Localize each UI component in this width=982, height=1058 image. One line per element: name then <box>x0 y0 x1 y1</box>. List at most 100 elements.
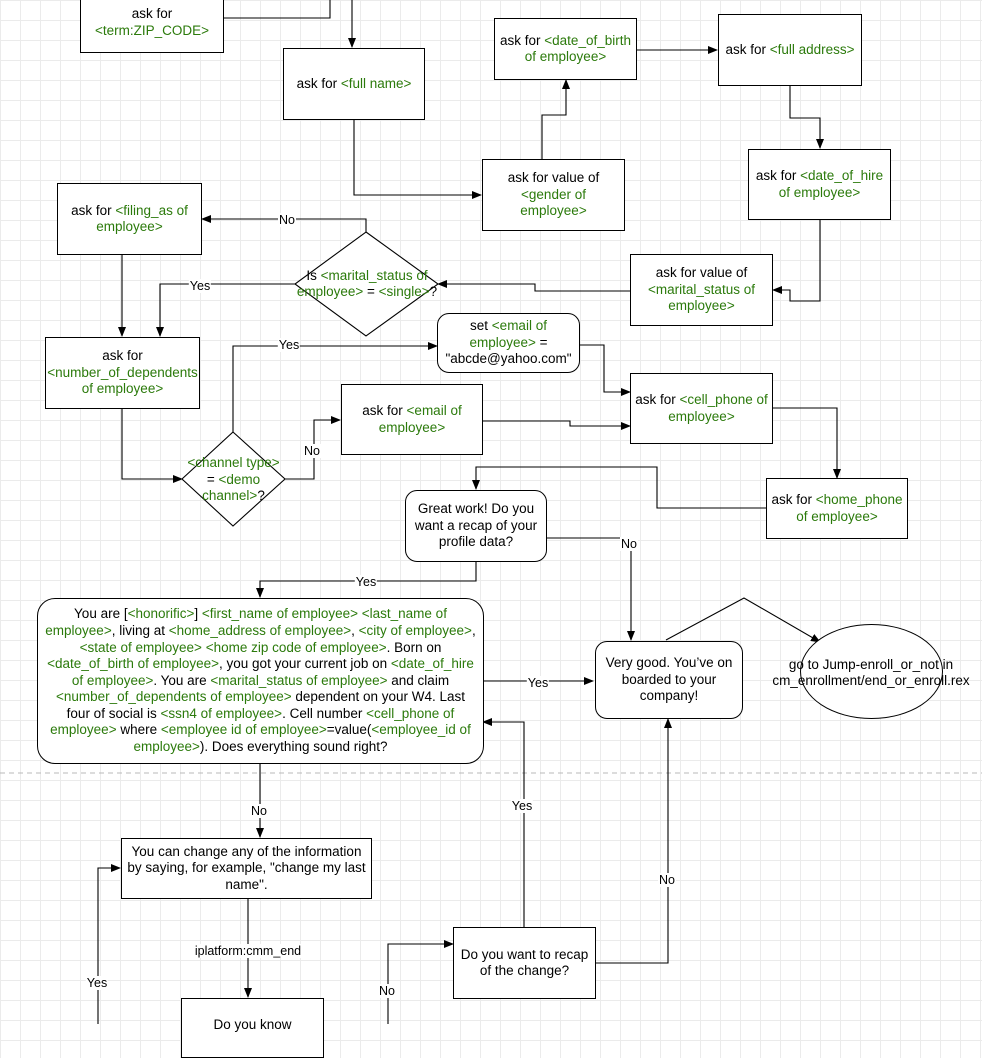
node-variable: <cell_phone of employee> <box>668 392 768 424</box>
node-variable: <term:ZIP_CODE> <box>94 22 210 38</box>
goto-ellipse[interactable] <box>800 624 943 719</box>
node-text: Is <box>306 267 321 283</box>
node-text: ask for <box>755 168 801 183</box>
edge-label-yes: Yes <box>354 575 378 589</box>
node-variable: <channel type> <box>187 455 280 471</box>
summary-fragment: and claim <box>387 672 450 688</box>
summary-variable: <home_address of employee> <box>168 622 352 638</box>
node-text: Do you want to recap of the change? <box>460 946 589 979</box>
channel-decision-diamond <box>181 431 286 527</box>
node-text: set <box>470 318 492 334</box>
ask-full-name-node[interactable]: ask for <full name> <box>283 48 425 120</box>
node-variable: <marital_status of employee> <box>648 281 755 314</box>
marital-decision-label: Is <marital_status of employee> = <singl… <box>296 256 438 312</box>
edge-label-yes: Yes <box>277 338 301 352</box>
node-variable: <demo channel> <box>202 471 261 504</box>
summary-fragment: . Cell number <box>282 705 367 721</box>
summary-variable: <honorific> <box>127 606 195 622</box>
summary-fragment: ). Does everything sound right? <box>199 739 388 755</box>
ask-filing-node[interactable]: ask for <filing_as of employee> <box>57 183 202 255</box>
recap-question-node[interactable]: Great work! Do you want a recap of your … <box>405 490 547 562</box>
summary-variable: <cell_phone of employee> <box>50 705 455 738</box>
node-text: ask for <box>500 32 545 48</box>
ask-home-phone-node[interactable]: ask for <home_phone of employee> <box>766 478 908 539</box>
node-text: ask for <box>771 492 816 507</box>
connectors <box>0 0 982 1024</box>
ask-gender-node[interactable]: ask for value of<gender of employee> <box>482 159 625 231</box>
node-variable: <home_phone of employee> <box>796 492 903 524</box>
summary-variable: <marital_status of employee> <box>210 672 388 688</box>
ask-dob-node[interactable]: ask for <date_of_birth of employee> <box>494 18 637 80</box>
summary-fragment: where <box>116 722 161 738</box>
edge-label-yes: Yes <box>85 976 109 990</box>
summary-variable: <city of employee> <box>358 622 472 638</box>
summary-variable: <date_of_birth of employee> <box>47 656 220 672</box>
node-text: = <box>363 284 379 299</box>
node-text: Very good. You’ve on boarded to your com… <box>605 655 733 704</box>
node-text: ask for <box>296 75 341 91</box>
change-info-node[interactable]: You can change any of the information by… <box>121 838 372 899</box>
ask-email-node[interactable]: ask for <email of employee> <box>341 384 483 455</box>
marital-decision-diamond <box>294 231 439 337</box>
ask-zip-code-node[interactable]: ask for<term:ZIP_CODE> <box>80 0 224 53</box>
node-variable: <gender of employee> <box>520 186 587 219</box>
edge-label-no: No <box>278 213 296 227</box>
node-text: ask for <box>725 41 770 57</box>
edge-label-yes: Yes <box>510 799 534 813</box>
partial-bottom-node[interactable]: Do you know <box>181 998 324 1058</box>
summary-fragment: , <box>471 622 476 638</box>
recap-change-node[interactable]: Do you want to recap of the change? <box>453 927 596 999</box>
summary-variable: <last_name of employee> <box>45 606 447 638</box>
node-text: ask for value of <box>507 170 600 186</box>
ask-dependents-node[interactable]: ask for<number_of_dependents of employee… <box>45 337 200 409</box>
node-text: go to Jump-enroll_or_not in cm_enrollmen… <box>772 656 970 689</box>
goto-label: go to Jump-enroll_or_not in cm_enrollmen… <box>760 648 982 698</box>
edge-label-no: No <box>620 537 638 551</box>
node-text: ask for value of <box>655 265 748 281</box>
node-text: Great work! Do you want a recap of your … <box>414 501 538 550</box>
node-variable: <email of employee> <box>378 403 462 435</box>
very-good-node[interactable]: Very good. You’ve on boarded to your com… <box>595 641 743 719</box>
summary-variable: <employee id of employee> <box>160 722 327 738</box>
summary-text: You are [<honorific>] <first_name of emp… <box>44 606 477 755</box>
summary-fragment: , you got your current job on <box>219 656 391 672</box>
summary-fragment: , <box>351 622 359 638</box>
ask-marital-status-node[interactable]: ask for value of<marital_status of emplo… <box>630 254 773 326</box>
node-variable: <date_of_hire of employee> <box>778 168 884 200</box>
node-text: ask for <box>71 202 116 218</box>
edge-label-iplatform: iplatform:cmm_end <box>193 944 303 958</box>
summary-variable: <first_name of employee> <box>201 606 358 622</box>
node-text: You can change any of the information by… <box>127 843 366 892</box>
node-text: ask for <box>102 348 143 364</box>
node-text: = <box>206 471 219 487</box>
node-text: ask for <box>635 392 680 407</box>
node-variable: <marital_status of employee> <box>296 267 428 300</box>
ask-address-node[interactable]: ask for <full address> <box>718 14 862 86</box>
summary-fragment: =value( <box>326 722 372 738</box>
summary-fragment: . Born on <box>386 639 442 655</box>
node-text: = "abcde@yahoo.com" <box>445 334 572 367</box>
summary-fragment: , living at <box>111 622 169 638</box>
edge-label-yes: Yes <box>526 676 550 690</box>
edge-label-no: No <box>303 444 321 458</box>
ask-cell-phone-node[interactable]: ask for <cell_phone of employee> <box>630 373 773 444</box>
summary-variable: <state of employee> <box>79 639 202 655</box>
summary-fragment: You are [ <box>74 606 128 622</box>
node-text: ? <box>429 284 438 299</box>
node-variable: <full address> <box>769 41 855 57</box>
profile-summary-node[interactable]: You are [<honorific>] <first_name of emp… <box>37 598 484 764</box>
edge-label-no: No <box>658 873 676 887</box>
node-variable: <number_of_dependents of employee> <box>47 364 198 397</box>
edge-label-no: No <box>250 804 268 818</box>
ask-hire-date-node[interactable]: ask for <date_of_hire of employee> <box>748 149 891 220</box>
node-variable: <single> <box>378 284 430 299</box>
edge-label-yes: Yes <box>188 279 212 293</box>
channel-decision-label: <channel type> = <demo channel>? <box>182 455 285 505</box>
node-variable: <email of employee> <box>469 318 547 350</box>
summary-variable: <date_of_hire of employee> <box>71 656 474 688</box>
set-email-node[interactable]: set <email of employee> = "abcde@yahoo.c… <box>437 313 580 373</box>
node-text: ask for <box>131 6 173 21</box>
node-variable: <filing_as of employee> <box>96 202 188 235</box>
edge-label-no: No <box>378 984 396 998</box>
summary-variable: <home zip code of employee> <box>205 639 387 655</box>
